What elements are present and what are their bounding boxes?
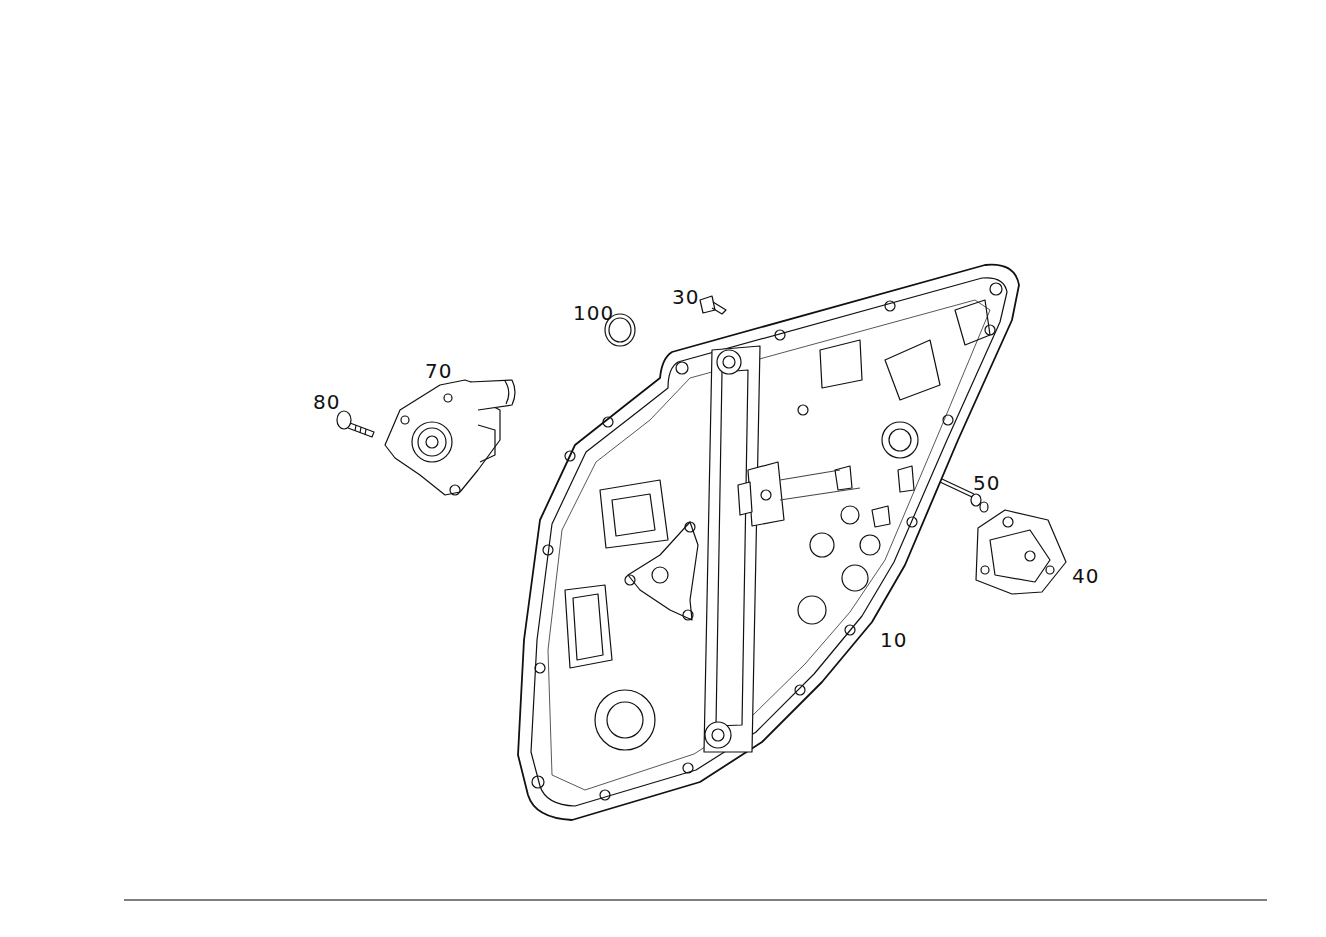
door-carrier-panel bbox=[518, 265, 1019, 820]
bracket bbox=[976, 510, 1066, 594]
clip bbox=[700, 296, 726, 314]
window-motor bbox=[385, 380, 515, 495]
screw bbox=[337, 411, 374, 437]
callout-number: 80 bbox=[313, 392, 340, 412]
callout-number: 50 bbox=[973, 473, 1000, 493]
page-rule bbox=[124, 900, 1267, 901]
callout-number: 100 bbox=[573, 303, 614, 323]
guide-rail bbox=[704, 346, 914, 752]
callout-number: 30 bbox=[672, 287, 699, 307]
callout-number: 40 bbox=[1072, 566, 1099, 586]
callout-number: 10 bbox=[880, 630, 907, 650]
callout-number: 70 bbox=[425, 361, 452, 381]
